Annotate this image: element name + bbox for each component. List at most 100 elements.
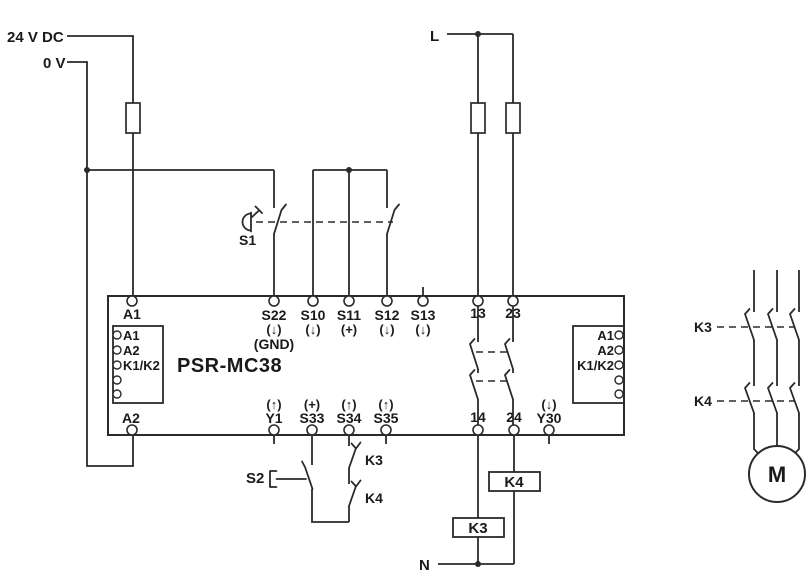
terminal-symbol: (↓): [305, 322, 320, 337]
relay-module: PSR-MC38 A1 S22 (↓) (GND) S10 (↓) S11 (+…: [107, 295, 625, 436]
label-k4-aux: K4: [365, 490, 383, 506]
label-k4-coil: K4: [504, 474, 524, 491]
terminal-label: S22: [262, 307, 287, 323]
terminal-label: S13: [411, 307, 436, 323]
terminal-symbol: (↓): [266, 322, 281, 337]
terminal-note: (GND): [254, 336, 294, 352]
led-label: A2: [123, 343, 140, 358]
label-s2: S2: [246, 470, 264, 487]
led-k1k2: [112, 360, 122, 370]
terminal-label: S35: [374, 410, 399, 426]
k4-main-contact-icon: [767, 382, 778, 414]
wire-s33-lower: [311, 489, 349, 523]
terminal-symbol: (↓): [379, 322, 394, 337]
terminal-symbol: (↑): [266, 397, 281, 412]
k4-main-contact-icon: [744, 382, 755, 414]
terminal-label: S33: [300, 410, 325, 426]
led-label: K1/K2: [123, 358, 160, 373]
safety-contact-icon: [504, 338, 514, 370]
k4-main-contact-icon: [789, 382, 800, 414]
led-spare: [112, 389, 122, 399]
terminal-symbol: (↓): [541, 397, 556, 412]
terminal-s34: [343, 424, 355, 436]
terminal-label: 24: [506, 409, 522, 425]
terminal-label: A1: [123, 306, 141, 322]
safety-contact-icon: [469, 369, 479, 401]
terminal-label: Y30: [537, 410, 562, 426]
label-line: L: [430, 28, 439, 45]
terminal-label: S10: [301, 307, 326, 323]
led-spare: [112, 375, 122, 385]
k3-main-contact-icon: [767, 308, 778, 341]
terminal-label: Y1: [265, 410, 282, 426]
terminal-s10: [307, 295, 319, 307]
led-a2: [112, 345, 122, 355]
label-0v: 0 V: [43, 55, 66, 72]
led-spare: [614, 389, 624, 399]
label-k3-coil: K3: [468, 520, 487, 537]
k3-aux-contact-icon: [348, 441, 362, 469]
terminal-s12: [381, 295, 393, 307]
led-label: A1: [597, 328, 614, 343]
wire-24v-feed: [67, 35, 134, 103]
terminal-y30: [543, 424, 555, 436]
terminal-label: S12: [375, 307, 400, 323]
pushbutton-actuator-icon: [269, 470, 307, 488]
reset-feedback-circuit: S2 K3 K4: [246, 435, 550, 523]
terminal-symbol: (+): [341, 322, 357, 337]
fuse-icon: [470, 102, 486, 134]
terminal-label: A2: [122, 410, 140, 426]
motor-branch: K3 K4 M: [694, 270, 806, 503]
terminal-symbol: (↓): [415, 322, 430, 337]
led-spare: [614, 375, 624, 385]
device-label: PSR-MC38: [177, 355, 282, 377]
terminal-label: S11: [337, 307, 361, 323]
label-neutral: N: [419, 557, 430, 574]
reset-contact-icon: [301, 460, 314, 490]
estop-button-icon: [241, 205, 263, 233]
fuse-icon: [125, 102, 141, 134]
terminal-s13: [417, 295, 429, 307]
label-k3-contact: K3: [694, 319, 712, 335]
terminal-label: S34: [337, 410, 362, 426]
safety-contact-icon: [469, 338, 479, 370]
internal-safety-contacts: [469, 306, 514, 425]
led-a2: [614, 345, 624, 355]
terminal-14: [472, 424, 484, 436]
led-a1: [112, 330, 122, 340]
fuse-icon: [505, 102, 521, 134]
label-24vdc: 24 V DC: [7, 29, 64, 46]
bottom-terminal-labels: A2 (↑) Y1 (+) S33 (↑) S34 (↑) S35 14 24 …: [122, 397, 562, 426]
k3-main-contact-icon: [744, 308, 755, 341]
wire-0v-to-a2: [67, 61, 134, 467]
terminal-s22: [268, 295, 280, 307]
k4-aux-contact-icon: [348, 479, 362, 507]
k3-main-contact-icon: [789, 308, 800, 341]
estop-circuit: S1: [239, 167, 424, 296]
terminal-a1: [126, 295, 138, 307]
led-label: K1/K2: [577, 358, 614, 373]
terminal-symbol: (↑): [341, 397, 356, 412]
ac-line-feed: L: [430, 28, 521, 296]
estop-contact-2-icon: [386, 203, 400, 235]
led-k1k2: [614, 360, 624, 370]
bottom-terminals: [126, 424, 555, 436]
junction-dot: [475, 561, 481, 567]
indicator-block-right: A1 A2 K1/K2: [572, 325, 625, 404]
coil-circuit: K3 K4 N: [419, 435, 541, 574]
label-k4-contact: K4: [694, 393, 712, 409]
terminal-24: [508, 424, 520, 436]
led-label: A1: [123, 328, 140, 343]
terminal-s35: [380, 424, 392, 436]
label-k3-aux: K3: [365, 452, 383, 468]
terminal-symbol: (+): [304, 397, 320, 412]
terminal-s33: [306, 424, 318, 436]
led-a1: [614, 330, 624, 340]
safety-contact-icon: [504, 369, 514, 401]
estop-contact-1-icon: [273, 203, 287, 235]
top-terminal-labels: A1 S22 (↓) (GND) S10 (↓) S11 (+) S12 (↓)…: [123, 305, 521, 352]
indicator-box: [572, 325, 625, 404]
terminal-y1: [268, 424, 280, 436]
